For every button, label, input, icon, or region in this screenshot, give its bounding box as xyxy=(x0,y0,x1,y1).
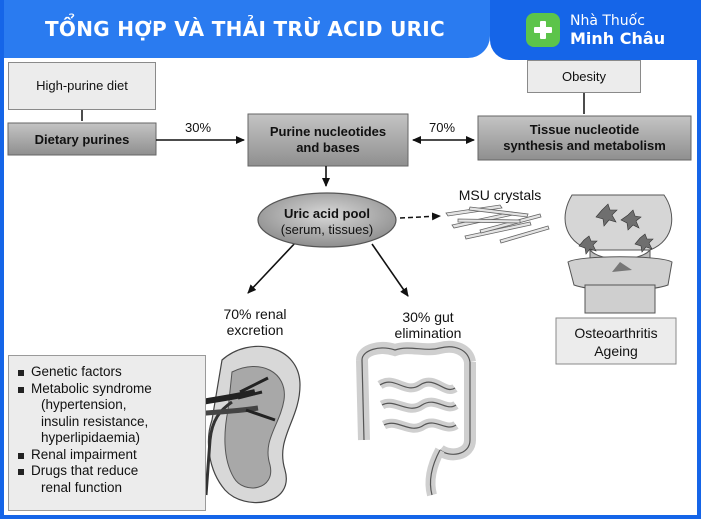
uric-acid-pool-ellipse xyxy=(257,192,397,248)
risk-factor-item: Renal impairment xyxy=(17,447,199,464)
joint-illustration xyxy=(564,194,673,314)
msu-crystals-label: MSU crystals xyxy=(458,187,542,203)
high-purine-diet-box: High-purine diet xyxy=(8,62,156,110)
purine-nucleotides-label: Purine nucleotides and bases xyxy=(269,124,387,155)
arrow-pool-to-gut xyxy=(371,243,409,297)
page-title: TỔNG HỢP VÀ THẢI TRỪ ACID URIC xyxy=(44,17,446,41)
risk-factor-item: Metabolic syndrome xyxy=(17,381,199,398)
purine-nucleotides-bg xyxy=(247,113,409,167)
kidney-illustration xyxy=(184,345,301,504)
ageing-label: Ageing xyxy=(594,343,638,359)
dietary-purines-label: Dietary purines xyxy=(34,131,130,147)
risk-factor-item: Genetic factors xyxy=(17,364,199,381)
risk-factor-item: Drugs that reduce xyxy=(17,463,199,480)
arrow-pool-to-renal xyxy=(247,241,297,294)
uric-acid-pool-sub: (serum, tissues) xyxy=(280,222,374,237)
brand-badge[interactable]: Nhà Thuốc Minh Châu xyxy=(490,0,701,60)
tissue-nucleotide-bg xyxy=(477,115,692,161)
osteoarthritis-label: Osteoarthritis xyxy=(574,325,658,341)
brand-line1: Nhà Thuốc xyxy=(570,13,645,29)
tissue-nucleotide-label: Tissue nucleotide synthesis and metaboli… xyxy=(503,122,666,153)
arrow-pool-to-msu xyxy=(399,212,441,221)
header-banner: TỔNG HỢP VÀ THẢI TRỪ ACID URIC xyxy=(0,0,490,58)
osteoarthritis-box xyxy=(555,317,677,365)
intestine-illustration xyxy=(356,340,476,497)
dietary-purines-bg xyxy=(7,122,157,156)
pct-30-diet-label: 30% xyxy=(184,120,212,135)
uric-acid-pool-title: Uric acid pool xyxy=(284,206,370,221)
obesity-box: Obesity xyxy=(527,60,641,93)
renal-excretion-label: 70% renal excretion xyxy=(223,306,287,338)
risk-factor-item: insulin resistance, xyxy=(41,413,149,429)
risk-factor-item: renal function xyxy=(41,479,123,495)
risk-factor-item: hyperlipidaemia) xyxy=(41,430,141,445)
plus-icon xyxy=(526,13,560,47)
gut-elimination-label: 30% gut elimination xyxy=(394,309,462,341)
risk-factor-item: (hypertension, xyxy=(41,397,127,412)
msu-crystals-illustration xyxy=(445,204,550,244)
pct-70-label: 70% xyxy=(428,120,456,135)
brand-line2: Minh Châu xyxy=(570,29,666,48)
